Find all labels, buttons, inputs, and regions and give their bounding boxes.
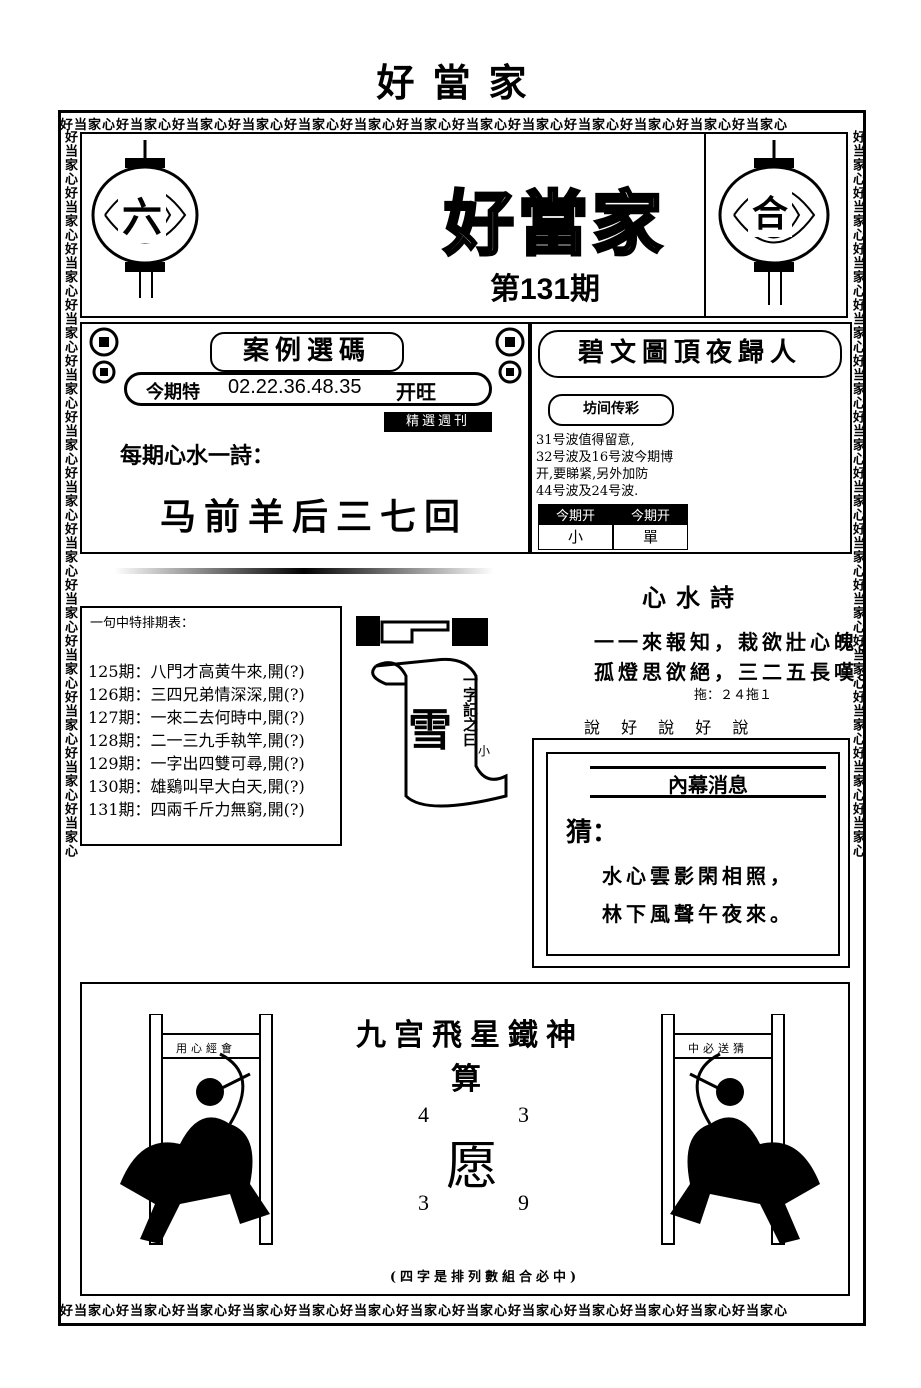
border-bottom-pattern: 好当家心好当家心好当家心好当家心好当家心好当家心好当家心好当家心好当家心好当家心… [60,1304,789,1319]
number-top-right: 3 [518,1102,529,1127]
inside-news-section [532,738,850,968]
number-top-left: 4 [418,1102,429,1127]
scroll-side: 小 [478,744,491,758]
divider-stroke [114,568,494,574]
scroll-icon [371,657,508,808]
news-line-2: 林下風聲午夜來。 [602,902,794,926]
border-top-pattern: 好当家心好当家心好当家心好当家心好当家心好当家心好当家心好当家心好当家心好当家心… [60,118,789,133]
deco-row: 說 好 說 好 說 [584,718,757,737]
case-poem: 马前羊后三七回 [160,496,469,538]
right-top-title: 碧文圖頂夜歸人 [538,330,842,378]
badge: 坊间传彩 [548,394,674,426]
list-heading: 一句中特排期表： [90,616,195,631]
table-cell: 單 [613,524,688,550]
right-top-lines: 31号波值得留意, 32号波及16号波今期博 开,要睇紧,另外加防 44号波及2… [536,432,673,500]
guess-label: 猜： [566,818,619,848]
poem-line-2: 孤燈思欲絕，三二五長嘆。 [594,660,882,684]
table-header: 今期开 [538,504,613,524]
footer-note: (四字是排列數組合必中) [389,1270,581,1285]
list-item: 130期：雄鷄叫早大白天,開(?) [88,777,305,796]
list-item: 129期：一字出四雙可尋,開(?) [88,754,305,773]
top-title: 好當家 [376,60,545,105]
result-table: 今期开 今期开 小 單 [538,504,688,550]
coin-icon [495,327,525,384]
news-line-1: 水心雲影閑相照， [602,864,794,888]
list-item: 131期：四兩千斤力無窮,開(?) [88,800,305,819]
main-title: 好當家 [443,182,666,267]
right-top-line: 44号波及24号波. [536,484,639,499]
header-box [80,132,848,318]
issue-number: 第131期 [490,273,601,306]
poem-hint: 拖：２４拖１ [694,688,773,703]
case-title: 案例選碼 [210,332,404,372]
list: 125期：八門才高黄牛來,開(?) 126期：三四兄弟情深深,開(?) 127期… [88,660,305,821]
poem-line-1: 一一來報知，栽欲壯心魄。 [594,630,882,654]
right-top-section [530,322,852,554]
center-char: 愿 [446,1137,499,1197]
table-header: 今期开 [613,504,688,524]
result-label: 今期特 [146,382,200,403]
right-sign: 中必送猜 [688,1042,748,1055]
arc-title: 九宫飛星鐵神算 [356,1018,584,1097]
right-mid-title: 心水詩 [642,583,744,612]
archer-right-icon [661,1014,820,1245]
border-right-pattern: 好当家心好当家心好当家心好当家心好当家心好当家心好当家心好当家心好当家心好当家心… [850,130,865,858]
list-item: 126期：三四兄弟情深深,開(?) [88,685,305,704]
list-item: 128期：二一三九手執竿,開(?) [88,731,305,750]
case-section [80,322,530,554]
header-divider [704,132,706,318]
scroll-char: 雪 [408,705,452,756]
scroll-banner: 一字記之曰 [461,672,479,747]
list-item: 127期：一來二去何時中,開(?) [88,708,305,727]
outer-frame [58,110,866,1326]
result-banner [124,372,492,406]
left-sign: 用心經會 [176,1042,236,1055]
right-top-line: 32号波及16号波今期博 [536,450,674,465]
inside-news-title: 內幕消息 [590,766,826,798]
bottom-section [80,982,850,1296]
result-tag: 开旺 [396,380,436,404]
poem-label: 每期心水一詩： [120,443,275,469]
lantern-right-char: 合 [748,185,793,237]
list-section [80,606,342,846]
table-cell: 小 [538,524,613,550]
right-top-line: 31号波值得留意, [536,433,635,448]
lantern-left-char: 六 [118,185,166,243]
result-numbers: 02.22.36.48.35 [228,376,362,398]
coin-icon [89,327,119,384]
inside-news-inner [546,752,840,956]
list-item: 125期：八門才高黄牛來,開(?) [88,662,305,681]
number-bottom-right: 9 [518,1190,529,1215]
archer-left-icon [120,1014,273,1245]
pointing-hand-icon [356,616,488,646]
stamp: 精選週刊 [384,412,492,432]
number-bottom-left: 3 [418,1190,429,1215]
right-top-line: 开,要睇紧,另外加防 [536,467,649,482]
border-left-pattern: 好当家心好当家心好当家心好当家心好当家心好当家心好当家心好当家心好当家心好当家心… [62,130,77,858]
